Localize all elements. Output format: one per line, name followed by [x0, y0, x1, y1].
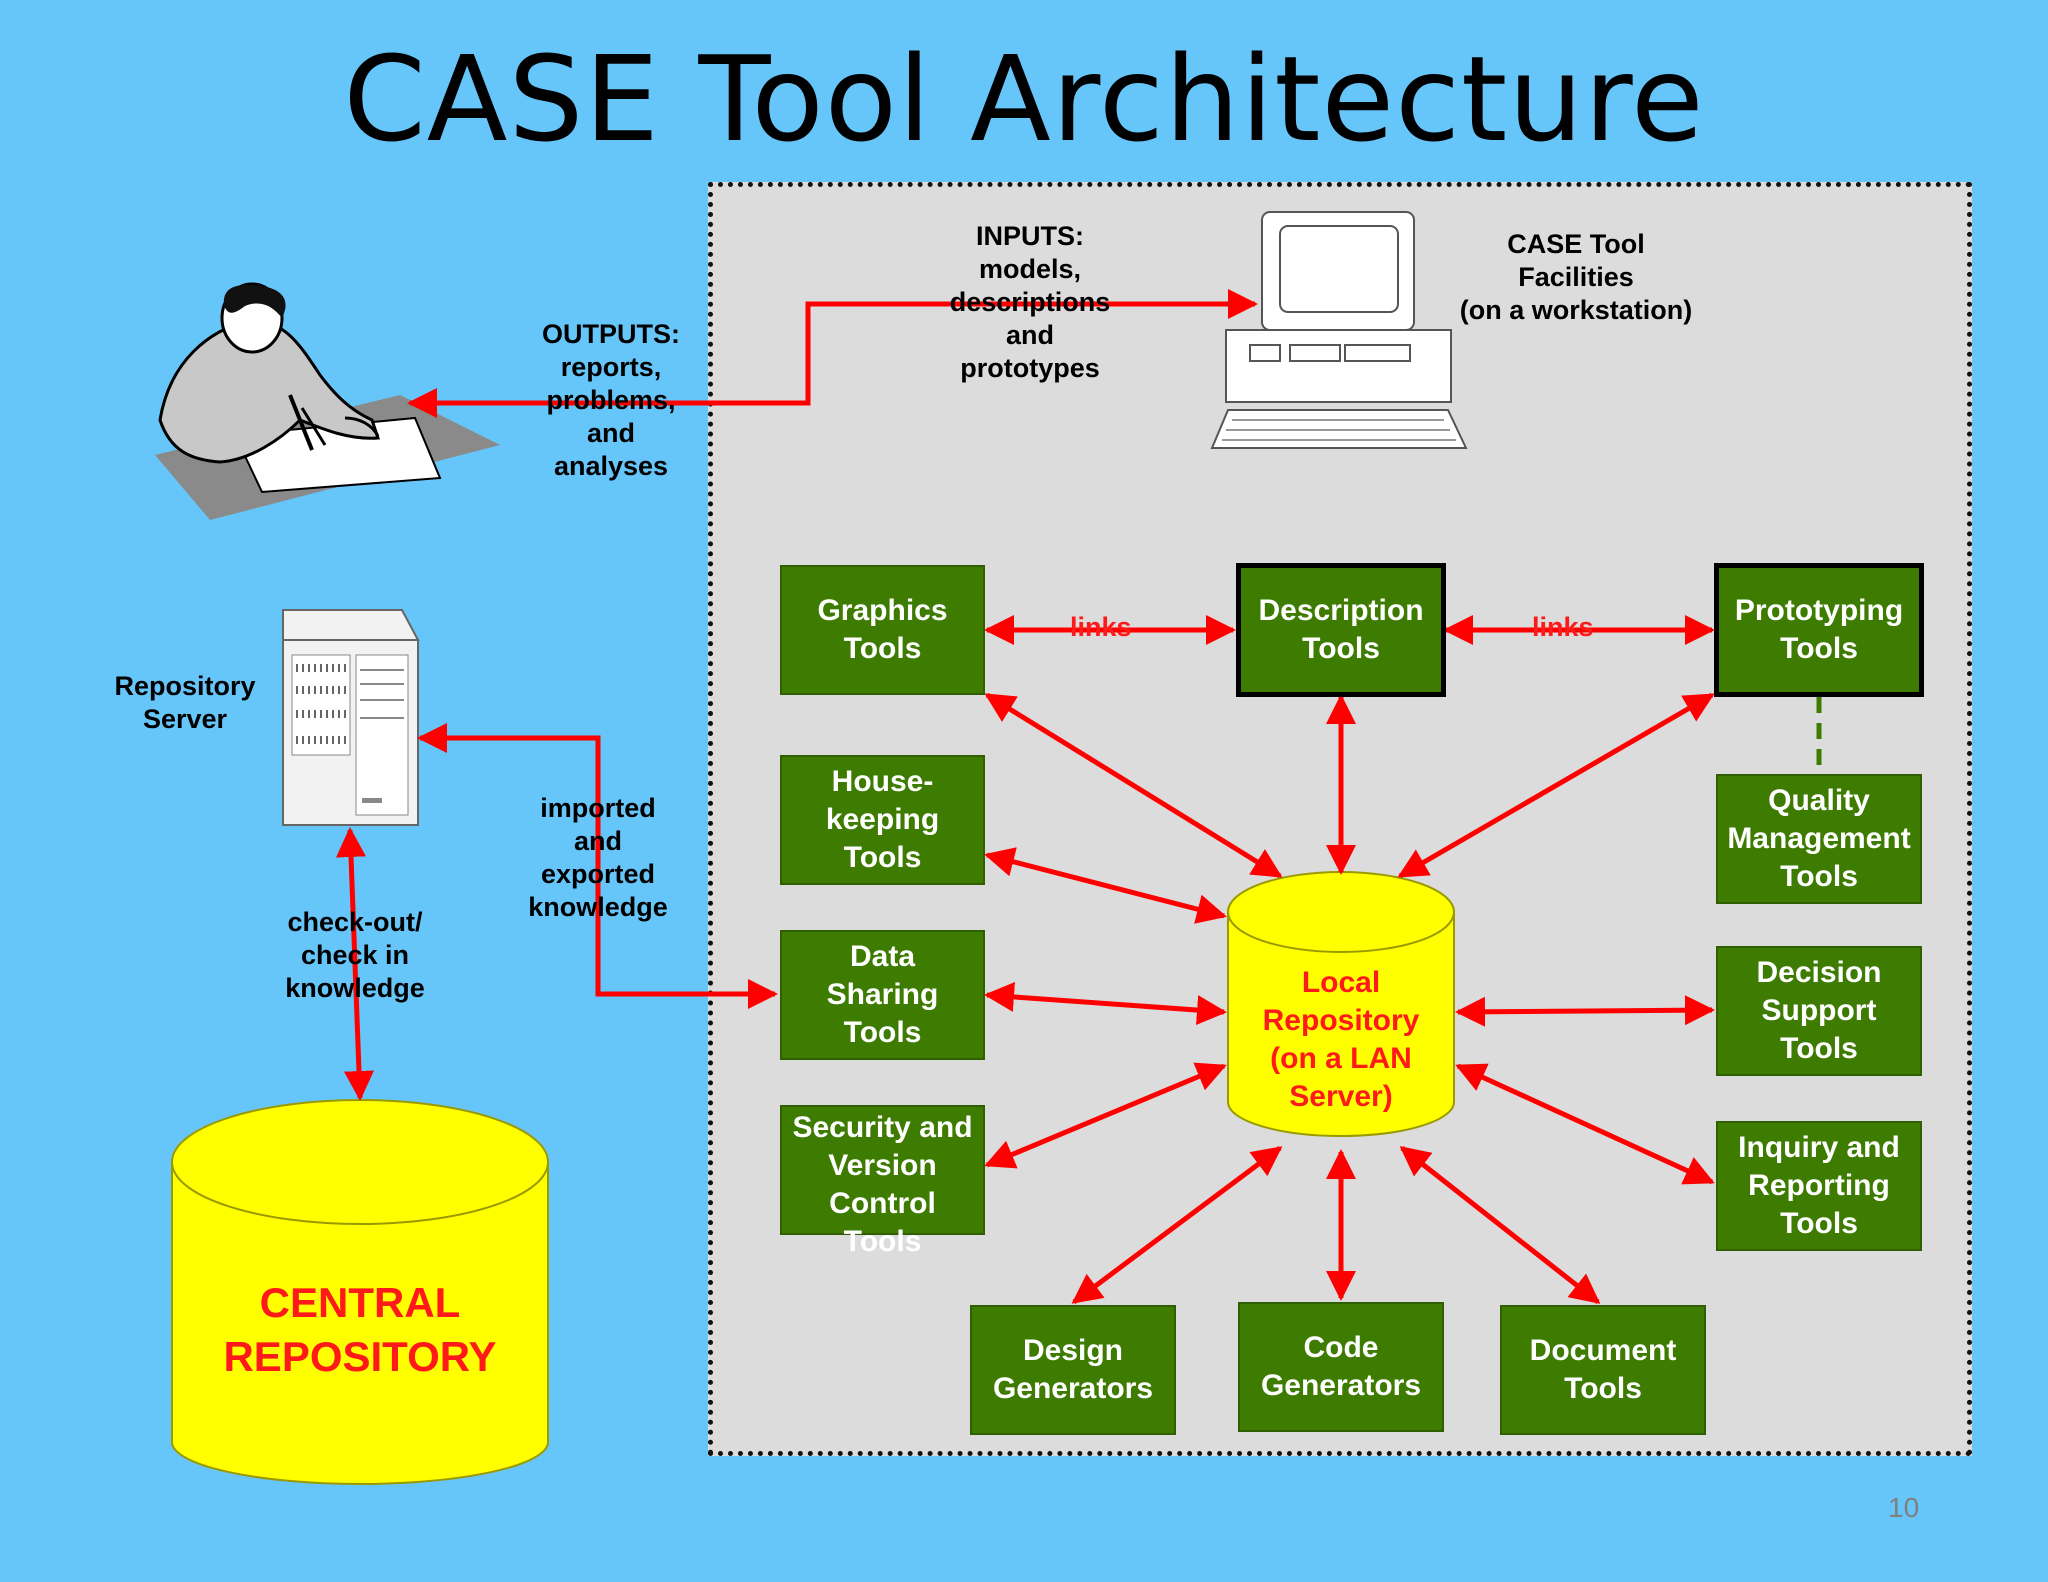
arrow-datasharing-local: [984, 981, 1227, 1026]
page-title: CASE Tool Architecture: [343, 30, 1705, 168]
imported-label: imported and exported knowledge: [528, 793, 668, 922]
arrow-document-local: [1399, 1146, 1601, 1304]
security-version-control-tools-box: Security and Version Control Tools: [780, 1105, 985, 1258]
drafter-icon: [155, 282, 500, 520]
housekeeping-tools-label: House- keeping Tools: [825, 765, 940, 874]
data-sharing-tools-label: Data Sharing Tools: [826, 940, 939, 1049]
design-generators-label: Design Generators: [992, 1334, 1154, 1405]
central-repository-label: CENTRAL REPOSITORY: [223, 1279, 497, 1380]
code-generators-box: Code Generators: [1238, 1302, 1444, 1432]
local-repository-label: Local Repository (on a LAN Server): [1262, 966, 1420, 1113]
security-version-control-tools-label: Security and Version Control Tools: [792, 1111, 973, 1258]
arrow-graphics-local: [984, 692, 1283, 879]
local-repository-cylinder: [1227, 871, 1455, 1137]
decision-support-tools-box: Decision Support Tools: [1716, 946, 1922, 1076]
description-tools-box: Description Tools: [1236, 563, 1446, 697]
outputs-label: OUTPUTS: reports, problems, and analyses: [542, 319, 680, 481]
quality-management-tools-box: Quality Management Tools: [1716, 774, 1922, 904]
arrow-housekeeping-local: [984, 847, 1227, 924]
arrow-decision-local: [1455, 995, 1715, 1027]
housekeeping-tools-box: House- keeping Tools: [780, 755, 985, 885]
arrow-prototyping-local: [1397, 692, 1715, 879]
arrow-design-local: [1071, 1145, 1283, 1305]
data-sharing-tools-box: Data Sharing Tools: [780, 930, 985, 1060]
inquiry-reporting-tools-label: Inquiry and Reporting Tools: [1738, 1131, 1900, 1240]
arrow-security-local: [984, 1062, 1227, 1169]
links-label-2: links: [1532, 612, 1594, 642]
quality-management-tools-label: Quality Management Tools: [1727, 784, 1911, 893]
graphics-tools-box: Graphics Tools: [780, 565, 985, 695]
page-number: 10: [1888, 1492, 1920, 1523]
inquiry-reporting-tools-box: Inquiry and Reporting Tools: [1716, 1121, 1922, 1251]
document-tools-label: Document Tools: [1529, 1334, 1677, 1405]
checkout-arrow: [336, 827, 374, 1101]
document-tools-box: Document Tools: [1500, 1305, 1706, 1435]
io-arrow: [407, 289, 1258, 418]
checkout-label: check-out/ check in knowledge: [285, 907, 425, 1003]
repository-server-label: Repository Server: [114, 671, 256, 734]
links-label-1: links: [1070, 612, 1132, 642]
graphics-tools-label: Graphics Tools: [817, 594, 948, 665]
import-export-arrow: [417, 723, 778, 1009]
central-repository-cylinder: [171, 1099, 549, 1485]
workstation-icon: [1210, 211, 1468, 449]
code-generators-label: Code Generators: [1260, 1331, 1422, 1402]
decision-support-tools-label: Decision Support Tools: [1756, 956, 1882, 1065]
prototyping-tools-box: Prototyping Tools: [1714, 563, 1924, 697]
server-icon: [282, 609, 420, 826]
description-tools-label: Description Tools: [1258, 594, 1424, 665]
inputs-label: INPUTS: models, descriptions and prototy…: [949, 221, 1111, 383]
arrow-inquiry-local: [1455, 1063, 1715, 1185]
prototyping-tools-label: Prototyping Tools: [1734, 594, 1904, 665]
workstation-label: CASE Tool Facilities (on a workstation): [1459, 229, 1693, 325]
design-generators-box: Design Generators: [970, 1305, 1176, 1435]
